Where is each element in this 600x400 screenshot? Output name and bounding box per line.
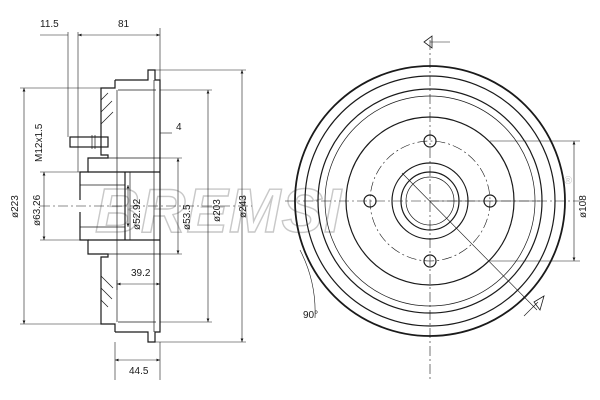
dim-total-depth: 44.5 (129, 366, 149, 377)
dim-inner-depth: 39.2 (131, 268, 151, 279)
wheel-stud (69, 136, 109, 148)
side-section-view: 11.5 81 4 M12x1.5 ø223 ø63.26 ø52.92 ø53… (10, 19, 252, 380)
dim-hub-offset: 11.5 (40, 19, 59, 30)
dim-outer-diameter: ø223 (10, 195, 21, 218)
dim-bore-diameter: ø63.26 (32, 194, 43, 226)
section-arrow-top (423, 35, 450, 49)
dim-drum-diameter: ø243 (238, 195, 249, 218)
brand-watermark: BREMSI ® (94, 175, 572, 247)
dim-flange-thickness: 4 (176, 122, 182, 133)
dim-brake-diameter: ø203 (212, 199, 223, 222)
watermark-text: BREMSI (95, 177, 343, 246)
dim-overall-width: 81 (118, 19, 130, 30)
watermark-registered-mark: ® (564, 175, 572, 187)
dim-hub-diameter: ø53.5 (182, 204, 193, 230)
section-arrow-bottom (523, 295, 545, 317)
front-view: ø108 90° (285, 35, 589, 380)
dim-bolt-circle: ø108 (578, 195, 589, 218)
bolt-hole-bottom (423, 254, 437, 268)
dim-stud-thread: M12x1.5 (34, 123, 45, 162)
dim-rotation-angle: 90° (303, 310, 318, 321)
dim-inner-bore: ø52.92 (132, 198, 143, 230)
